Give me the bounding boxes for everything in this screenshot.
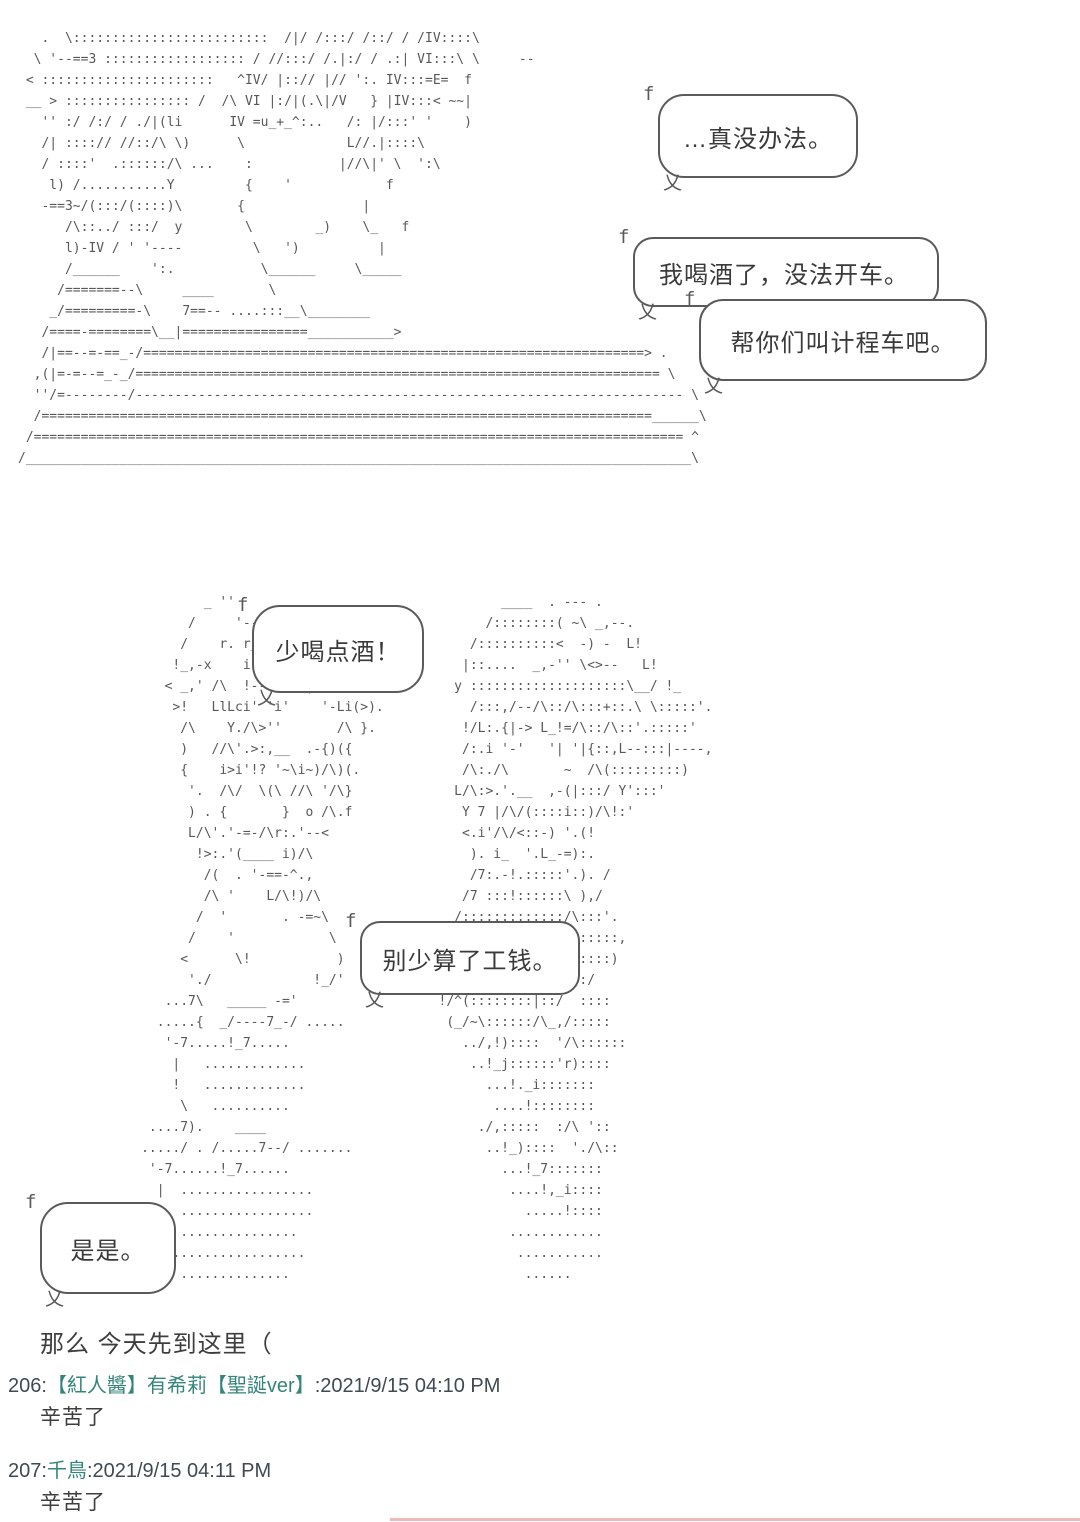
post-number: 207 [8, 1460, 42, 1482]
speech-text-6: 是是。 [70, 1237, 146, 1265]
separator: : [41, 1375, 47, 1397]
separator: : [41, 1460, 47, 1482]
narration-text: 那么 今天先到这里（ [40, 1331, 273, 1358]
post-header: 207:千鳥:2021/9/15 04:11 PM [8, 1459, 271, 1483]
bubble-tail-top: f [345, 910, 357, 932]
divider-line [390, 1518, 1080, 1521]
post-timestamp: 2021/9/15 04:11 PM [92, 1460, 272, 1482]
post-207: 207:千鳥:2021/9/15 04:11 PM 辛苦了 [8, 1459, 271, 1516]
bubble-tail-top: f [237, 594, 249, 616]
speech-text-1: …真没办法。 [683, 125, 833, 153]
bubble-tail-bottom: 乂 [638, 301, 658, 323]
ascii-art-scene-top: . \::::::::::::::::::::::::: /|/ /:::/ /… [18, 31, 707, 466]
bubble-tail-bottom: 乂 [257, 687, 277, 709]
bubble-tail-bottom: 乂 [704, 375, 724, 397]
bubble-tail-top: f [643, 83, 655, 105]
speech-text-5: 别少算了工钱。 [382, 947, 558, 975]
post-number: 206 [8, 1375, 42, 1397]
speech-bubble-4: f 少喝点酒！ 乂 [237, 596, 424, 708]
speech-bubble-6: f 是是。 乂 [25, 1193, 176, 1309]
bubble-tail-bottom: 乂 [365, 989, 385, 1011]
separator: : [86, 1460, 93, 1482]
bubble-tail-top: f [25, 1191, 37, 1213]
post-body: 辛苦了 [40, 1491, 106, 1514]
speech-bubble-5: f 别少算了工钱。 乂 [345, 912, 580, 1010]
bubble-tail-top: f [618, 226, 630, 248]
post-206: 206:【紅人醬】有希莉【聖誕ver】:2021/9/15 04:10 PM 辛… [8, 1374, 500, 1431]
post-author: 千鳥 [46, 1460, 87, 1482]
post-header: 206:【紅人醬】有希莉【聖誕ver】:2021/9/15 04:10 PM [8, 1374, 500, 1398]
bubble-tail-top: f [684, 288, 696, 310]
post-body: 辛苦了 [40, 1406, 106, 1429]
bubble-tail-bottom: 乂 [663, 172, 683, 194]
speech-bubble-3: f 帮你们叫计程车吧。 乂 [684, 290, 987, 396]
speech-bubble-2: f 我喝酒了，没法开车。 乂 [618, 228, 939, 322]
post-author: 【紅人醬】有希莉【聖誕ver】 [46, 1375, 315, 1397]
speech-text-2: 我喝酒了，没法开车。 [659, 261, 909, 289]
speech-text-4: 少喝点酒！ [275, 638, 401, 666]
speech-bubble-1: f …真没办法。 乂 [643, 85, 858, 193]
post-timestamp: 2021/9/15 04:10 PM [320, 1375, 501, 1397]
separator: : [314, 1375, 321, 1397]
bubble-tail-bottom: 乂 [45, 1288, 65, 1310]
speech-text-3: 帮你们叫计程车吧。 [730, 329, 956, 357]
